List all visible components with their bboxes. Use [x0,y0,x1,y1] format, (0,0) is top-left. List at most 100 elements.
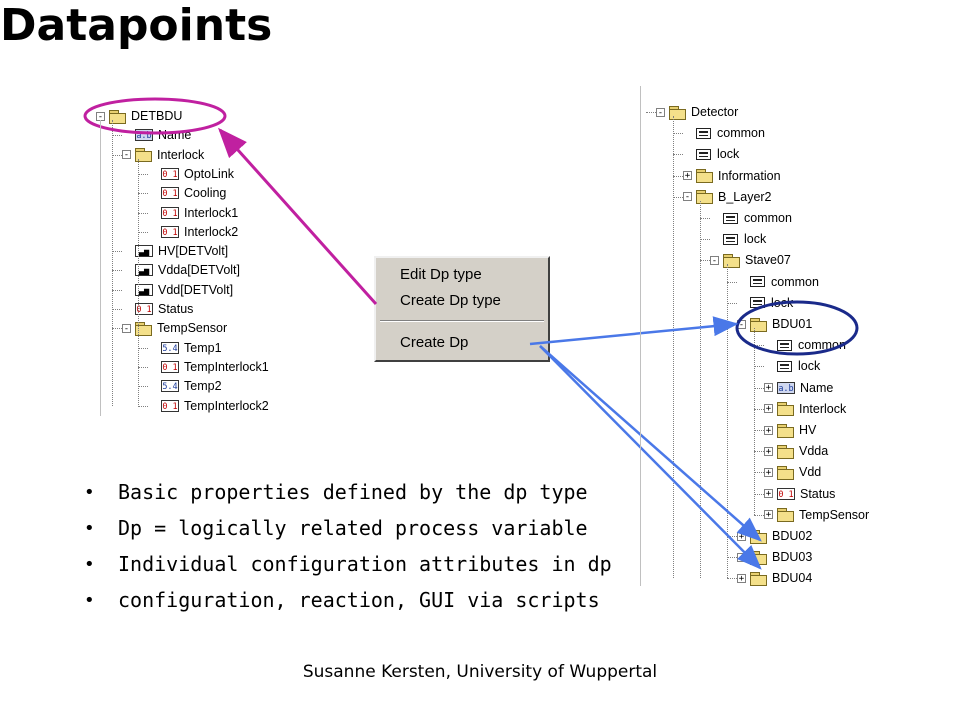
expand-toggle[interactable]: + [764,425,773,436]
expand-toggle[interactable]: + [764,489,773,500]
tree-item-label: B_Layer2 [718,189,772,204]
struct-ref-icon: ▃▅ [135,245,153,258]
tree-connector [754,472,764,474]
expand-toggle[interactable]: + [764,383,773,394]
tree-item[interactable]: + Vdda [764,441,828,461]
collapse-toggle[interactable]: - [710,255,719,266]
config-doc-icon [750,276,765,288]
tree-item-label: Status [158,302,194,316]
context-menu: Edit Dp type Create Dp type Create Dp [374,256,550,362]
tree-item[interactable]: -TempSensor [122,318,227,338]
folder-icon [777,508,794,523]
magenta-arrow [217,127,378,306]
tree-item-label: Vdd[DETVolt] [158,282,234,297]
tree-connector [112,154,122,156]
magenta-ellipse [83,97,227,135]
menu-item-edit-dp-type[interactable]: Edit Dp type [400,266,482,283]
tree-item[interactable]: - B_Layer2 [683,187,772,207]
menu-item-create-dp[interactable]: Create Dp [400,334,469,351]
tree-connector [138,193,148,195]
tree-item-label: lock [717,147,740,162]
tree-item-label: Interlock2 [184,224,239,239]
tree-item[interactable]: common [683,123,765,143]
expand-toggle[interactable]: + [764,404,773,415]
collapse-toggle[interactable]: - [683,192,692,203]
tree-item[interactable]: lock [764,356,820,376]
tree-item[interactable]: ▃▅HV[DETVolt] [122,241,228,261]
collapse-toggle[interactable]: - [122,323,131,334]
tree-connector [754,514,764,516]
tree-item-label: BDU04 [772,571,813,586]
menu-separator [380,320,544,322]
slide-title: Datapoints [0,0,273,51]
tree-item-label: TempInterlock1 [184,359,269,374]
tree-item-label: Temp2 [184,379,222,394]
tree-connector [138,173,148,175]
tree-item[interactable]: ▃▅Vdda[DETVolt] [122,260,240,280]
tree-item[interactable]: lock [710,229,766,249]
tree-item[interactable]: lock [683,144,739,164]
expand-toggle[interactable]: + [764,467,773,478]
tree-item[interactable]: -Interlock [122,145,204,165]
tree-item[interactable]: +Vdd [764,462,821,482]
folder-icon [777,444,794,459]
tree-item[interactable]: +Interlock [764,399,846,419]
tree-item-label: Vdda [799,444,829,459]
tree-item[interactable]: + Information [683,166,781,186]
tree-item[interactable]: common [737,272,819,292]
config-doc-icon [723,233,738,245]
bullet-item: •Basic properties defined by the dp type [84,480,588,504]
tree-guide-line [727,264,728,579]
tree-connector [646,112,656,113]
tree-connector [727,536,737,537]
tree-item-label: Vdda[DETVolt] [158,263,240,278]
tree-connector [138,231,148,233]
folder-icon [696,169,713,184]
tree-item-label: Interlock1 [184,205,239,220]
tree-item[interactable]: + BDU04 [737,568,812,588]
expand-toggle[interactable]: + [683,171,692,182]
tree-item[interactable]: -Stave07 [710,250,791,270]
config-doc-icon [723,212,738,224]
menu-item-create-dp-type[interactable]: Create Dp type [400,292,501,309]
config-doc-icon [777,339,792,351]
expand-toggle[interactable]: + [764,446,773,457]
tree-item[interactable]: common [710,208,792,228]
tree-connector [727,281,737,283]
tree-item[interactable]: -Detector [656,102,738,122]
folder-icon [109,109,126,124]
tree-item[interactable]: +HV [764,420,816,440]
folder-icon [696,190,713,205]
tree-connector [673,154,683,156]
tree-item-label: Information [718,168,781,183]
expand-toggle[interactable]: + [737,573,746,584]
expand-toggle[interactable]: + [764,510,773,521]
tree-item[interactable]: ▃▅Vdd[DETVolt] [122,280,233,300]
tree-item[interactable]: -DETBDU [96,106,182,126]
tree-item-label: OptoLink [184,166,235,181]
tree-connector [754,345,764,347]
tree-connector [727,578,737,580]
collapse-toggle[interactable]: - [656,107,665,118]
tree-item-label: TempInterlock2 [184,398,269,413]
bit-type-icon: 0 1 [161,187,179,200]
tree-connector [112,135,122,137]
tree-item[interactable]: +TempSensor [764,505,869,525]
bit-type-icon: 0 1 [777,487,795,500]
tree-guide-line [700,200,701,579]
tree-item-label: lock [798,359,821,374]
tree-item-label: DETBDU [131,109,183,123]
collapse-toggle[interactable]: - [122,150,131,161]
tree-connector [138,366,148,368]
